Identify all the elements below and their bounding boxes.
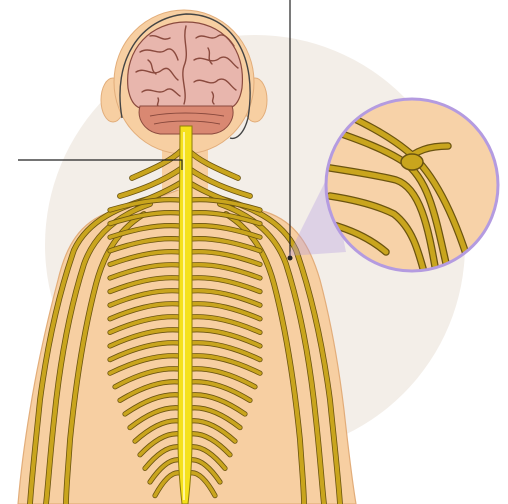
inset-ganglion <box>401 154 423 170</box>
magnified-nerve-inset <box>326 99 498 272</box>
leader-dot-peripheral-nerve <box>288 256 293 261</box>
